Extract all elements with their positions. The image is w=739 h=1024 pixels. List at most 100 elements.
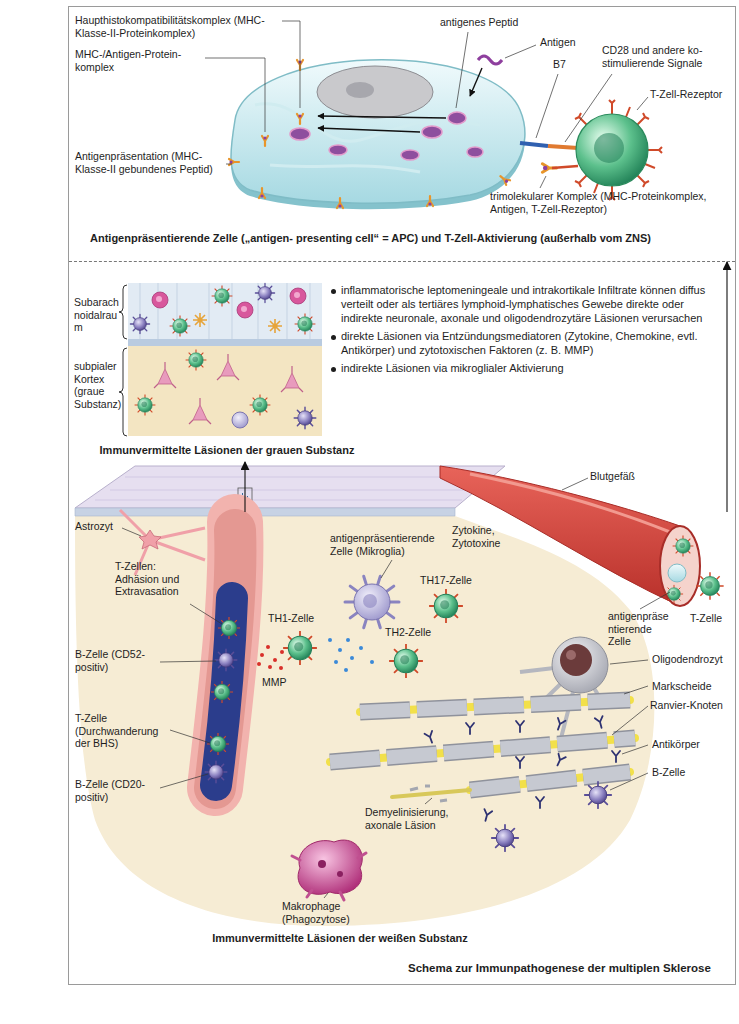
b-cell [215, 649, 237, 671]
leader-line [456, 32, 468, 108]
endosome [422, 126, 442, 138]
part-label: CD28 und andere ko-stimulierende Signale [602, 44, 734, 69]
label-anchor: Immunvermittelte Läsionen der grauen Sub… [72, 444, 382, 457]
figure-frame [69, 7, 736, 985]
antibody [425, 731, 436, 744]
label-anchor: Blutgefäß [590, 470, 650, 483]
t-cell-receptors [575, 100, 662, 200]
cell-label: B-Zelle (CD52-positiv) [75, 648, 157, 673]
label-anchor: MMP [262, 676, 296, 689]
mmp-dot [280, 650, 284, 654]
apc-cell [231, 60, 525, 203]
cell-nucleus [317, 66, 433, 118]
leader-line [324, 893, 328, 898]
label-anchor: Antigenpräsentation (MHC-Klasse-II gebun… [75, 150, 225, 175]
leader-line [205, 58, 265, 132]
mhc-complex [297, 114, 303, 124]
part-label: Ranvier-Knoten [650, 699, 734, 712]
t-cell-large [575, 100, 662, 200]
label-anchor: Antigenpräsentierende Zelle („antigen- p… [90, 232, 720, 245]
label-anchor: Antigen [540, 36, 590, 49]
label-anchor: B7 [553, 58, 575, 71]
leader-line [565, 74, 612, 142]
label-anchor: B-Zelle [652, 766, 712, 779]
astrocyte-small [268, 319, 282, 333]
mmp-dot [279, 666, 283, 670]
label-anchor: B-Zelle (CD52-positiv) [75, 648, 157, 673]
mhc-complex [262, 136, 268, 146]
cell-label: Makrophage (Phagozytose) [282, 900, 368, 925]
blood-vessel [440, 466, 680, 606]
endosome [329, 145, 347, 155]
cell-label: antigenpräsentierende Zelle [608, 610, 674, 648]
b-cell [585, 782, 611, 808]
antibody [482, 809, 493, 822]
leader-lines [205, 21, 648, 188]
transport-arrow [318, 128, 420, 132]
leader-line [381, 560, 392, 578]
mmp-dot [260, 653, 264, 657]
th2-cell [389, 644, 423, 678]
leader-line [540, 176, 546, 188]
antibody [536, 797, 544, 808]
bullet-text: indirekte Läsionen via mikroglialer Akti… [330, 362, 720, 376]
mhc-complex [427, 196, 433, 206]
microglia-processes [345, 576, 399, 627]
th1-cell [283, 631, 317, 665]
leader-line [640, 592, 670, 609]
endosome [467, 147, 483, 157]
part-label: MHC-/Antigen-Protein-komplex [75, 48, 203, 73]
part-label: Antigenpräsentation (MHC-Klasse-II gebun… [75, 150, 225, 175]
uptake-arrow [470, 68, 482, 96]
axon-core [330, 700, 635, 790]
label-anchor: Demyelinisierung, axonale Läsion [365, 806, 465, 831]
trabeculae [140, 283, 310, 339]
oligodendrocyte-nucleus [560, 644, 592, 676]
neuron [154, 362, 176, 388]
layer-label: Subarachnoidalraum [74, 296, 122, 334]
t-cell [135, 395, 156, 416]
nucleus-highlight [566, 650, 576, 660]
bullet-dot [331, 367, 336, 372]
leader-line [425, 798, 432, 804]
label-anchor: Ranvier-Knoten [650, 699, 734, 712]
leader-line [190, 604, 222, 624]
cytokine-dot [334, 660, 338, 664]
label-anchor: Immunvermittelte Läsionen der weißen Sub… [140, 932, 540, 945]
microglia-body [354, 584, 390, 620]
b7-molecule [520, 143, 548, 146]
t-cell [250, 395, 271, 416]
cytokine-dot [338, 648, 342, 652]
endosome [290, 128, 310, 140]
part-label: Antigen [540, 36, 590, 49]
antibody [554, 754, 566, 767]
t-cell [218, 617, 240, 639]
t-cell [673, 536, 694, 557]
neuron [281, 366, 303, 392]
th17-cell [429, 589, 463, 623]
part-label: antigenes Peptid [440, 16, 535, 29]
vessel-highlight [470, 474, 670, 532]
brain-tissue [75, 516, 654, 926]
plasma-cell [290, 288, 306, 304]
cell-label: T-Zelle (Durchwanderung der BHS) [75, 712, 167, 750]
t-cell-body [576, 114, 648, 186]
panel-heading: Antigenpräsentierende Zelle („antigen- p… [90, 232, 720, 245]
plasma-cell [237, 302, 253, 318]
b-cell [492, 825, 518, 851]
astrocyte [139, 530, 161, 549]
label-anchor: T-Zellen: Adhäsion und Extravasation [115, 560, 189, 598]
leader-line [226, 164, 232, 165]
t-cell [207, 733, 229, 755]
b-cell [255, 283, 274, 302]
cytokine-dot [346, 638, 350, 642]
cell-label: B-Zelle (CD20-positiv) [75, 778, 157, 803]
cell-label: Oligodendrozyt [652, 653, 734, 666]
mmp-dot [266, 645, 270, 649]
t-cell-receptor [552, 166, 578, 168]
part-label: Antikörper [652, 738, 734, 751]
t-cell [186, 350, 207, 371]
label-anchor: Haupthistokompatibilitätskomplex (MHC-Kl… [75, 14, 280, 39]
